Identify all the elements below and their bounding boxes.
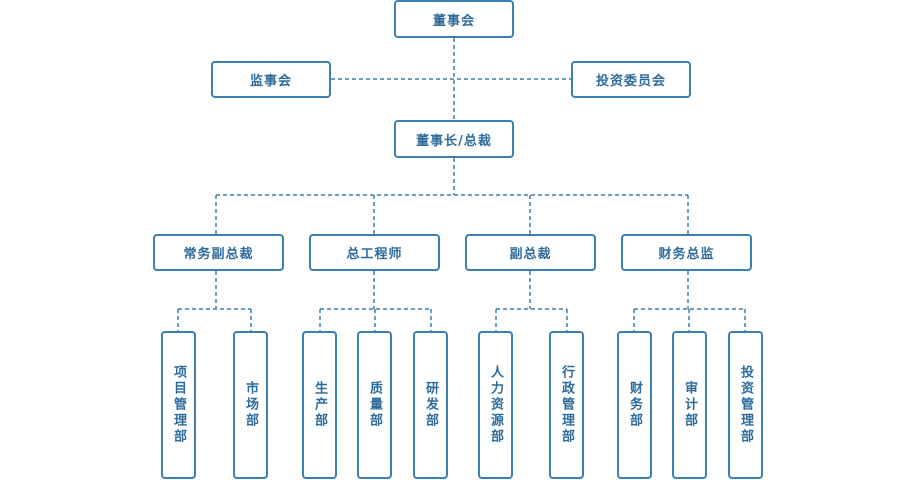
department-node: 生产部 (302, 331, 337, 479)
executive-node: 常务副总裁 (153, 234, 284, 271)
department-node: 质量部 (357, 331, 392, 479)
board-node: 董事会 (394, 0, 514, 38)
department-node: 研发部 (413, 331, 448, 479)
department-node: 项目管理部 (161, 331, 196, 479)
department-node: 行政管理部 (549, 331, 584, 479)
investment-committee-node: 投资委员会 (571, 61, 691, 98)
chairman-ceo-node: 董事长/总裁 (394, 120, 514, 158)
department-node: 审计部 (672, 331, 707, 479)
department-node: 投资管理部 (728, 331, 763, 479)
department-node: 财务部 (617, 331, 652, 479)
supervisory-board-node: 监事会 (211, 61, 331, 98)
executive-node: 财务总监 (621, 234, 752, 271)
department-node: 市场部 (233, 331, 268, 479)
department-node: 人力资源部 (478, 331, 513, 479)
executive-node: 总工程师 (309, 234, 440, 271)
executive-node: 副总裁 (465, 234, 596, 271)
